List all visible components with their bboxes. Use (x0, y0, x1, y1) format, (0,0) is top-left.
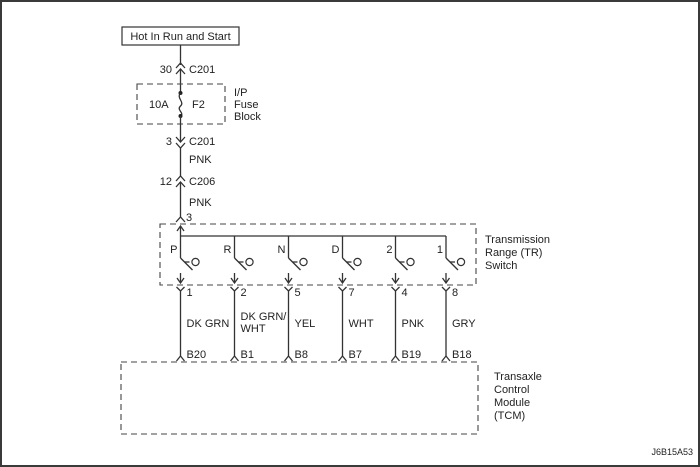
tcm-pin-label: B8 (295, 349, 308, 361)
switch-blade-icon (395, 257, 408, 271)
switch-pin-number: 5 (295, 287, 301, 299)
switch-position-label: 1 (437, 244, 443, 256)
tcm-connector-icon (229, 354, 240, 362)
wire-color-label: WHT (349, 318, 374, 330)
switch-position-label: P (170, 244, 177, 256)
output-arrow-icon (338, 277, 347, 285)
c201-bottom-name: C201 (189, 136, 215, 148)
switch-contact-icon (353, 257, 362, 267)
switch-pin-number: 8 (452, 287, 458, 299)
tcm-pin-label: B1 (241, 349, 254, 361)
c201-top-name: C201 (189, 64, 215, 76)
tcm-label-1: Transaxle (494, 371, 542, 383)
wire-color-label: DK GRN/ (241, 311, 288, 323)
power-source-label: Hot In Run and Start (130, 31, 230, 43)
tcm-connector-icon (283, 354, 294, 362)
c206-name: C206 (189, 176, 215, 188)
switch-contact-icon (456, 257, 466, 267)
tr-input-pin: 3 (186, 212, 192, 224)
tr-input-arrow-icon (176, 224, 185, 232)
pin-connector-icon (230, 286, 239, 292)
figure-id: J6B15A53 (651, 447, 693, 457)
tcm-pin-label: B7 (349, 349, 362, 361)
tr-switch-label-2: Range (TR) (485, 247, 542, 259)
tcm-label-4: (TCM) (494, 410, 525, 422)
tr-switch-label-1: Transmission (485, 234, 550, 246)
c201-top-pin: 30 (160, 64, 172, 76)
tr-position-1: P 1 DK GRN B20 (170, 244, 230, 362)
tr-switch-outline (159, 223, 477, 286)
tcm-pin-label: B18 (452, 349, 472, 361)
tcm-label-3: Module (494, 397, 530, 409)
wire-color-feed-2: PNK (189, 197, 212, 209)
pin-connector-icon (176, 286, 185, 292)
tr-switch-label-3: Switch (485, 260, 517, 272)
tcm-outline (120, 361, 479, 435)
wire-color-feed-1: PNK (189, 154, 212, 166)
fuse-block-label-1: I/P (234, 87, 247, 99)
fuse-rating: 10A (149, 99, 169, 111)
tcm-label-2: Control (494, 384, 529, 396)
switch-pin-number: 4 (402, 287, 408, 299)
output-arrow-icon (391, 277, 400, 285)
switch-pin-number: 2 (241, 287, 247, 299)
tcm-connector-icon (337, 354, 348, 362)
switch-blade-icon (342, 257, 355, 271)
switch-position-label: D (332, 244, 340, 256)
wire-color-label: PNK (402, 318, 425, 330)
fuse-name: F2 (192, 99, 205, 111)
wire-color-label: GRY (452, 318, 476, 330)
tcm-pin-label: B19 (402, 349, 422, 361)
tcm-pin-label: B20 (187, 349, 207, 361)
switch-blade-icon (445, 257, 459, 271)
switch-pin-number: 7 (349, 287, 355, 299)
switch-blade-icon (180, 257, 193, 271)
fuse-icon (178, 92, 183, 117)
output-arrow-icon (284, 277, 293, 285)
switch-contact-icon (245, 257, 254, 267)
switch-blade-icon (288, 257, 301, 271)
wire-color-label: YEL (295, 318, 316, 330)
tcm-connector-icon (390, 354, 401, 362)
switch-position-label: N (278, 244, 286, 256)
tr-position-2: R 2 DK GRN/WHT B1 (224, 236, 288, 362)
pin-connector-icon (391, 286, 400, 292)
fuse-block-label-3: Block (234, 111, 261, 123)
output-arrow-icon (230, 277, 239, 285)
switch-position-label: 2 (386, 244, 392, 256)
output-arrow-icon (441, 277, 451, 285)
switch-pin-number: 1 (187, 287, 193, 299)
wire-color-label: WHT (241, 323, 266, 335)
tcm-connector-icon (175, 354, 186, 362)
tr-input-connector-icon (175, 216, 186, 223)
wire-color-label: DK GRN (187, 318, 230, 330)
pin-connector-icon (441, 286, 451, 292)
switch-contact-icon (191, 257, 200, 267)
switch-contact-icon (299, 257, 308, 267)
fuse-block-label-2: Fuse (234, 99, 258, 111)
pin-connector-icon (284, 286, 293, 292)
switch-position-label: R (224, 244, 232, 256)
output-arrow-icon (176, 277, 185, 285)
c206-pin: 12 (160, 176, 172, 188)
tcm-connector-icon (441, 354, 451, 362)
pin-connector-icon (338, 286, 347, 292)
switch-blade-icon (234, 257, 247, 271)
c201-bottom-pin: 3 (166, 136, 172, 148)
switch-contact-icon (406, 257, 415, 267)
